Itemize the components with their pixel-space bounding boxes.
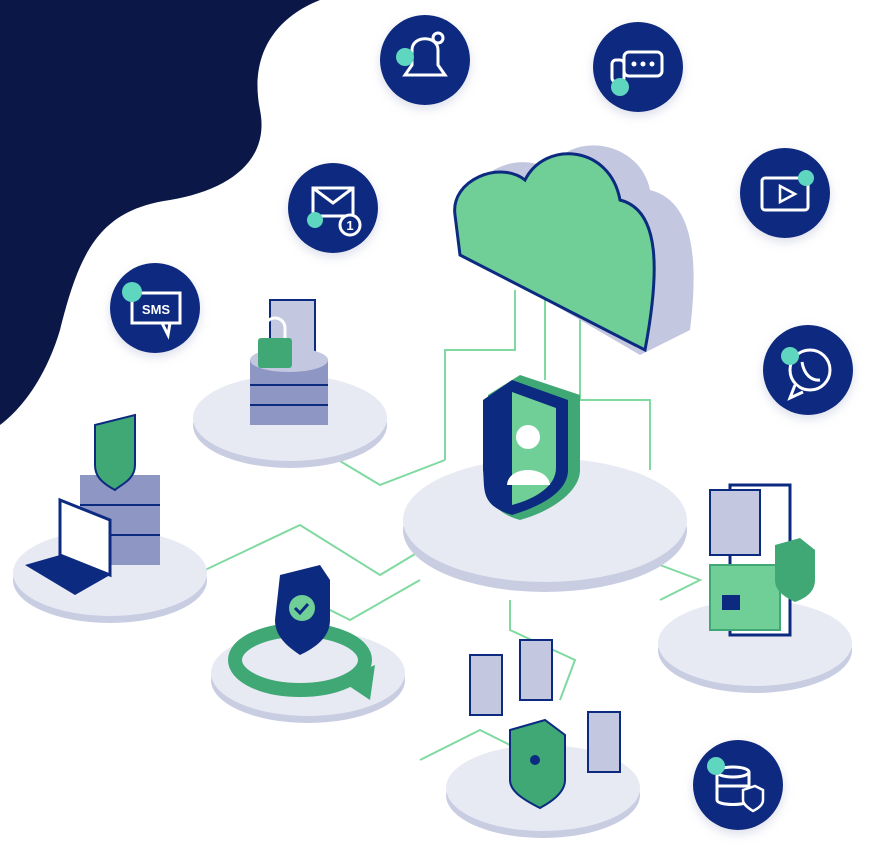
- documents-shield: [469, 639, 621, 810]
- user-shield: [483, 375, 580, 520]
- documents-lock: [709, 483, 815, 637]
- whatsapp-icon: [763, 325, 853, 415]
- video-play-icon: [740, 148, 830, 238]
- email-badge-count: 1: [346, 218, 353, 233]
- laptop-server: [25, 413, 160, 595]
- database-shield-icon: [693, 740, 783, 830]
- sync-shield: [228, 565, 375, 700]
- bell-icon: [380, 15, 470, 105]
- chat-icon: [593, 22, 683, 112]
- email-icon: 1: [288, 163, 378, 253]
- background-blob: [0, 0, 320, 425]
- sms-icon: SMS: [110, 263, 200, 353]
- sms-label: SMS: [142, 302, 171, 317]
- database-lock: [250, 299, 328, 425]
- cloud: [453, 145, 694, 355]
